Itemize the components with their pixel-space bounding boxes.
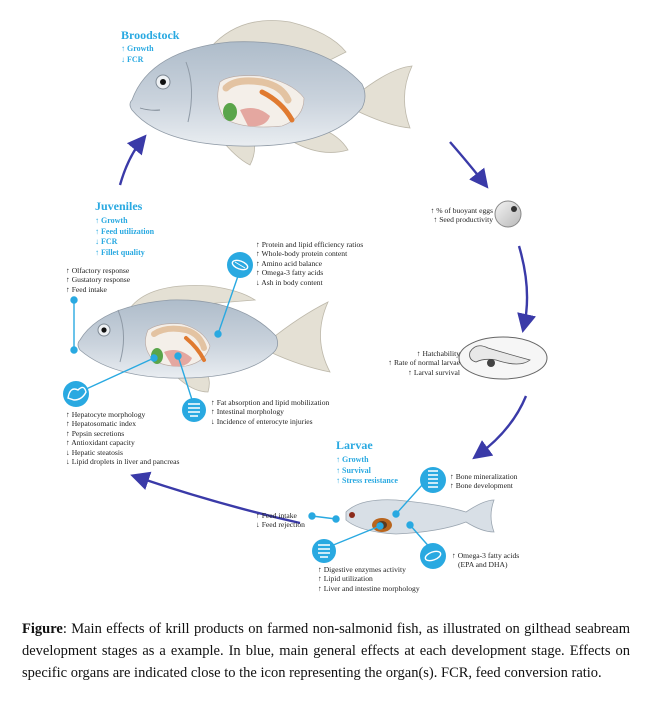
- caption-label: Figure: [22, 621, 63, 637]
- effect-item: ↑ Survival: [336, 465, 371, 475]
- larvae-bone-effects: ↑ Bone mineralization ↑ Bone development: [450, 472, 517, 491]
- juvenile-connectors: [70, 275, 239, 407]
- larvae-title: Larvae: [336, 438, 373, 452]
- effect-item: ↑ Hepatosomatic index: [66, 419, 137, 429]
- effect-item: ↓ Lipid droplets in liver and pancreas: [66, 457, 180, 467]
- cycle-arrow-eggs-to-hatching: [517, 245, 536, 334]
- effect-item: ↓ FCR: [121, 54, 144, 64]
- effect-item: ↑ Liver and intestine morphology: [318, 583, 420, 593]
- larva-muscle-icon: [420, 543, 446, 569]
- effect-item: ↑ % of buoyant eggs: [430, 206, 493, 215]
- juveniles-effects: ↑ Growth ↑ Feed utilization ↓ FCR ↑ Fill…: [95, 216, 154, 258]
- effect-item: ↑ Hatchability: [416, 349, 460, 358]
- effect-item: ↑ Pepsin secretions: [66, 428, 125, 438]
- juvenile-fish: [77, 285, 331, 393]
- effect-item: ↓ FCR: [95, 237, 118, 246]
- effect-item: (EPA and DHA): [458, 560, 508, 570]
- hatching-effects: ↑ Hatchability ↑ Rate of normal larvae ↑…: [368, 349, 460, 377]
- larvae-effects: ↑ Growth ↑ Survival ↑ Stress resistance: [336, 455, 398, 487]
- larvae-feeding-effects: ↑ Feed intake ↓ Feed rejection: [256, 511, 305, 530]
- effect-item: ↓ Incidence of enterocyte injuries: [211, 416, 313, 426]
- broodstock-fish: [129, 20, 413, 166]
- diagram-canvas: [63, 20, 548, 569]
- juveniles-title: Juveniles: [95, 199, 143, 213]
- effect-item: ↑ Bone development: [450, 481, 513, 491]
- effect-item: ↑ Whole-body protein content: [256, 249, 348, 259]
- effect-item: ↑ Protein and lipid efficiency ratios: [256, 240, 364, 249]
- cycle-arrow-juveniles-to-broodstock: [118, 134, 147, 186]
- juveniles-liver-effects: ↑ Hepatocyte morphology ↑ Hepatosomatic …: [66, 410, 179, 466]
- larva-digestive-icon: [312, 539, 336, 563]
- embryo-icon: [458, 336, 548, 380]
- effect-item: ↑ Omega-3 fatty acids: [256, 268, 324, 278]
- larvae-digestive-effects: ↑ Digestive enzymes activity ↑ Lipid uti…: [318, 565, 420, 593]
- effect-item: ↑ Lipid utilization: [318, 574, 373, 584]
- effect-item: ↑ Growth: [121, 44, 154, 53]
- effect-item: ↑ Amino acid balance: [256, 258, 323, 268]
- larvae-muscle-effects: ↑ Omega-3 fatty acids (EPA and DHA): [452, 551, 519, 570]
- effect-item: ↑ Feed intake: [256, 511, 297, 520]
- effect-item: ↑ Fat absorption and lipid mobilization: [211, 398, 330, 407]
- effect-item: ↑ Intestinal morphology: [211, 407, 284, 417]
- juveniles-intestine-effects: ↑ Fat absorption and lipid mobilization …: [211, 398, 329, 426]
- effect-item: ↓ Ash in body content: [256, 277, 323, 287]
- effect-item: ↑ Antioxidant capacity: [66, 438, 135, 448]
- effect-item: ↑ Larval survival: [408, 367, 460, 377]
- broodstock-title: Broodstock: [121, 28, 180, 42]
- effect-item: ↓ Feed rejection: [256, 520, 305, 530]
- effect-item: ↑ Stress resistance: [336, 476, 398, 485]
- broodstock-effects: ↑ Growth ↓ FCR: [121, 44, 154, 65]
- figure-caption: Figure: Main effects of krill products o…: [22, 618, 630, 684]
- vertebra-icon: [420, 467, 446, 493]
- effect-item: ↑ Seed productivity: [433, 215, 493, 225]
- egg-icon: [494, 200, 522, 228]
- effect-item: ↑ Feed utilization: [95, 226, 155, 236]
- effect-item: ↑ Omega-3 fatty acids: [452, 551, 520, 560]
- caption-text: : Main effects of krill products on farm…: [22, 621, 630, 681]
- intestine-icon: [182, 398, 206, 422]
- effect-item: ↑ Gustatory response: [66, 275, 131, 285]
- effect-item: ↑ Feed intake: [66, 284, 107, 294]
- muscle-icon: [227, 252, 253, 278]
- effect-item: ↑ Olfactory response: [66, 266, 130, 275]
- effect-item: ↑ Rate of normal larvae: [388, 358, 460, 368]
- juveniles-sensory-effects: ↑ Olfactory response ↑ Gustatory respons…: [66, 266, 130, 294]
- effect-item: ↑ Growth: [95, 216, 128, 225]
- cycle-arrow-hatching-to-larvae: [472, 395, 528, 460]
- life-cycle-diagram: Broodstock ↑ Growth ↓ FCR ↑ % of buoyant…: [63, 20, 548, 593]
- effect-item: ↑ Bone mineralization: [450, 472, 518, 481]
- effect-item: ↑ Fillet quality: [95, 247, 145, 257]
- juveniles-muscle-effects: ↑ Protein and lipid efficiency ratios ↑ …: [256, 240, 363, 287]
- liver-icon: [63, 381, 89, 407]
- effect-item: ↑ Digestive enzymes activity: [318, 565, 406, 574]
- effect-item: ↑ Growth: [336, 455, 369, 464]
- cycle-arrow-larvae-to-juveniles: [130, 471, 301, 525]
- eggs-effects: ↑ % of buoyant eggs ↑ Seed productivity: [395, 206, 493, 225]
- effect-item: ↑ Hepatocyte morphology: [66, 410, 146, 419]
- larva-fish: [345, 499, 495, 535]
- effect-item: ↓ Hepatic steatosis: [66, 447, 123, 457]
- cycle-arrow-broodstock-to-eggs: [449, 141, 489, 189]
